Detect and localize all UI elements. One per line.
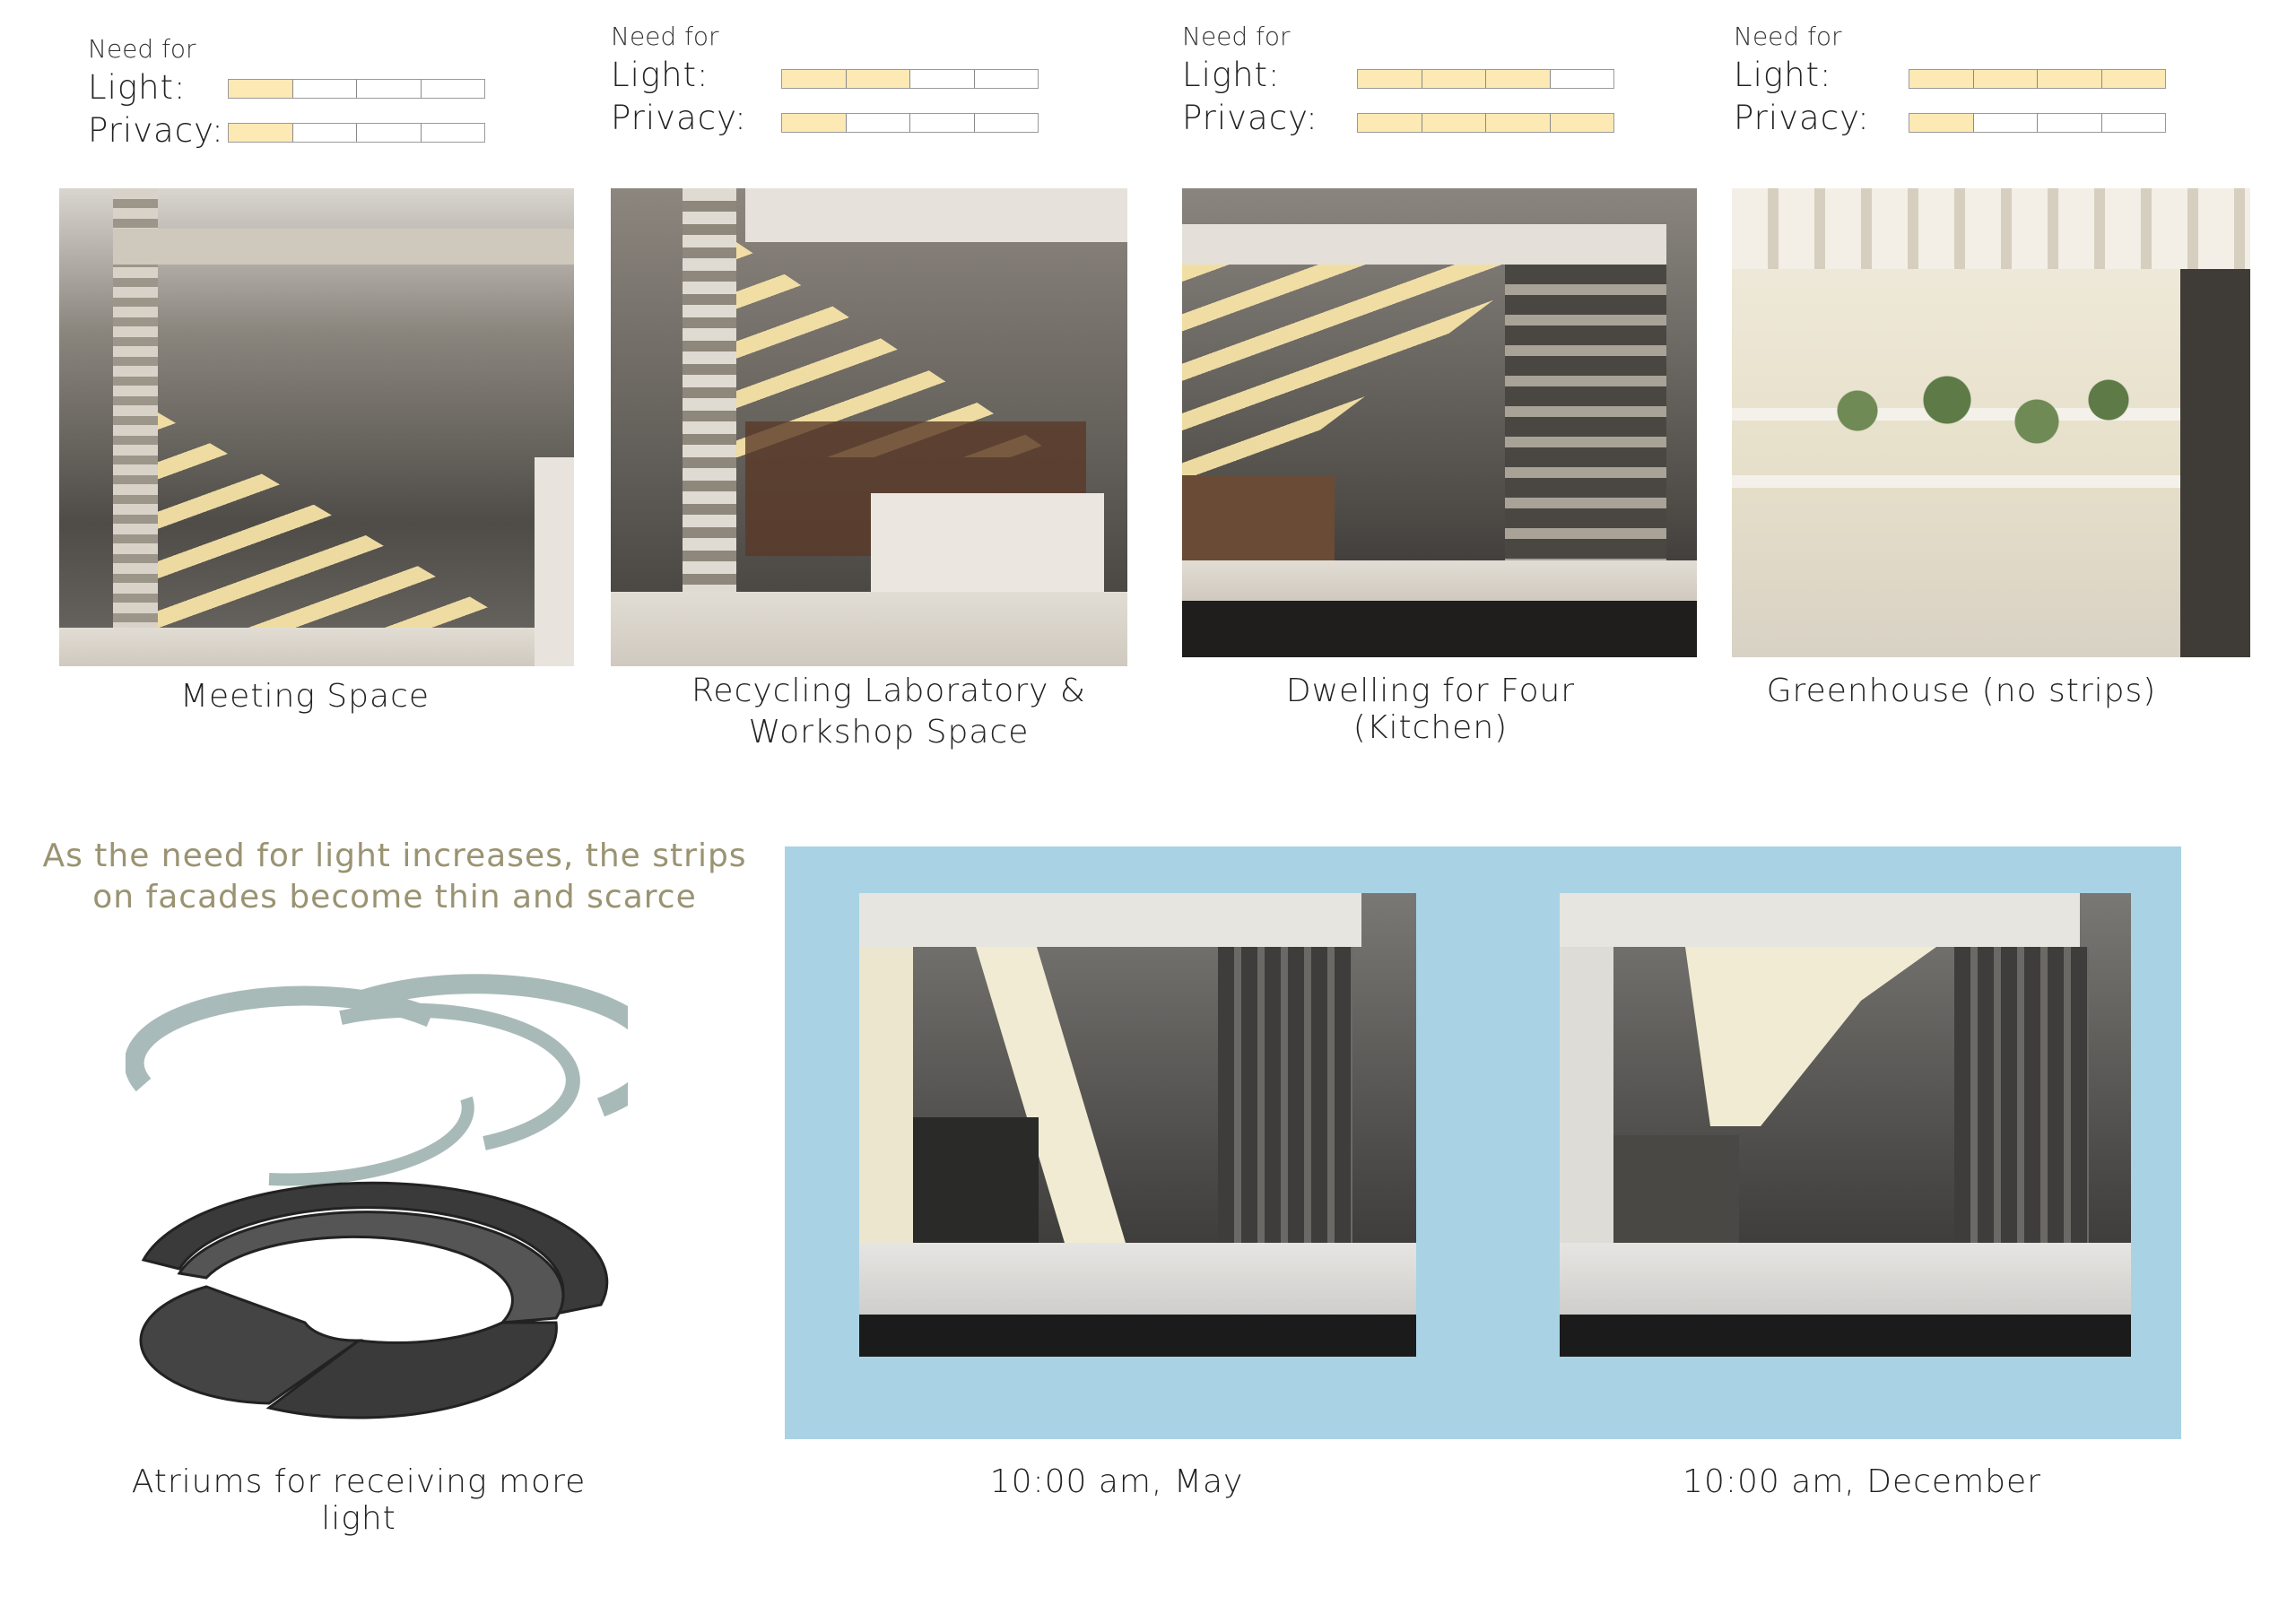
light-rating-segment-empty (357, 80, 422, 98)
privacy-rating-segment-empty (974, 114, 1038, 132)
privacy-label: Privacy: (611, 99, 747, 137)
light-rating-segment-filled (1358, 70, 1422, 88)
privacy-rating-segment-filled (782, 114, 847, 132)
light-rating-segment-filled (2101, 70, 2165, 88)
december-caption: 10:00 am, December (1683, 1463, 2041, 1500)
recycling-lab-render (611, 188, 1127, 666)
recycling-lab-caption-line1: Recycling Laboratory & (691, 673, 1086, 709)
need-for-label: Need for (88, 34, 196, 64)
floor-plates (139, 1181, 609, 1419)
privacy-label: Privacy: (88, 111, 224, 150)
time-study-panel (785, 846, 2181, 1439)
need-for-label: Need for (1182, 22, 1291, 51)
light-rating-segment-filled (2038, 70, 2102, 88)
light-label: Light: (1734, 56, 1832, 94)
light-rating-segment-empty (421, 80, 484, 98)
privacy-rating-segment-filled (1550, 114, 1613, 132)
may-render (859, 893, 1416, 1357)
privacy-rating-segment-filled (1358, 114, 1422, 132)
recycling-lab-caption-line2: Workshop Space (748, 714, 1030, 751)
privacy-rating-segment-empty (1973, 114, 2038, 132)
privacy-rating-segment-filled (1422, 114, 1486, 132)
privacy-rating-bar (228, 123, 485, 143)
privacy-rating-segment-empty (292, 124, 357, 142)
greenhouse-render (1732, 188, 2250, 657)
privacy-rating-segment-filled (1909, 114, 1974, 132)
privacy-rating-segment-filled (1486, 114, 1551, 132)
light-rating-segment-filled (229, 80, 293, 98)
privacy-rating-bar (781, 113, 1039, 133)
light-rating-segment-filled (1486, 70, 1551, 88)
atrium-diagram (126, 974, 628, 1419)
light-label: Light: (1182, 56, 1281, 94)
privacy-rating-segment-empty (846, 114, 910, 132)
privacy-rating-segment-empty (2101, 114, 2165, 132)
light-rating-segment-empty (292, 80, 357, 98)
light-rating-bar (228, 79, 485, 99)
meeting-space-caption: Meeting Space (179, 678, 430, 715)
light-rating-segment-empty (974, 70, 1038, 88)
meeting-space-render (59, 188, 574, 666)
note-line-1: As the need for light increases, the str… (42, 838, 747, 874)
atrium-caption: Atriums for receiving more light (131, 1463, 587, 1537)
light-label: Light: (611, 56, 709, 94)
light-label: Light: (88, 68, 187, 107)
light-rating-segment-filled (1909, 70, 1974, 88)
light-rating-bar (781, 69, 1039, 89)
december-render (1560, 893, 2131, 1357)
privacy-rating-segment-empty (421, 124, 484, 142)
greenhouse-caption: Greenhouse (no strips) (1766, 673, 2157, 709)
light-rating-segment-filled (1422, 70, 1486, 88)
privacy-label: Privacy: (1734, 99, 1870, 137)
need-for-label: Need for (611, 22, 719, 51)
privacy-rating-segment-filled (229, 124, 293, 142)
strip-arcs (126, 974, 628, 1186)
light-rating-segment-empty (1550, 70, 1613, 88)
light-rating-segment-filled (846, 70, 910, 88)
light-rating-segment-filled (782, 70, 847, 88)
light-rating-segment-filled (1973, 70, 2038, 88)
need-for-label: Need for (1734, 22, 1842, 51)
privacy-rating-segment-empty (2038, 114, 2102, 132)
light-rating-bar (1357, 69, 1614, 89)
may-caption: 10:00 am, May (989, 1463, 1244, 1500)
privacy-rating-segment-empty (910, 114, 975, 132)
light-rating-segment-empty (910, 70, 975, 88)
dwelling-kitchen-render (1182, 188, 1697, 657)
privacy-rating-segment-empty (357, 124, 422, 142)
privacy-rating-bar (1909, 113, 2166, 133)
light-rating-bar (1909, 69, 2166, 89)
note-line-2: on facades become thin and scarce (92, 879, 697, 916)
privacy-label: Privacy: (1182, 99, 1318, 137)
privacy-rating-bar (1357, 113, 1614, 133)
dwelling-kitchen-caption: Dwelling for Four (Kitchen) (1285, 673, 1576, 746)
